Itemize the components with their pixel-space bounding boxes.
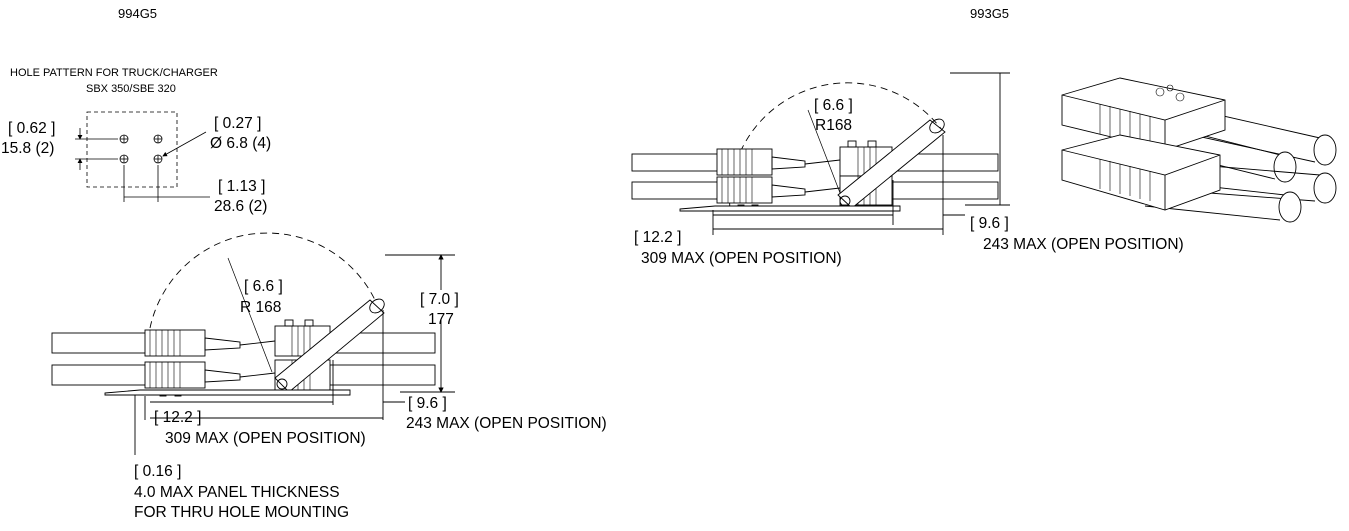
left-length-inch: [ 12.2 ] xyxy=(154,409,202,426)
right-model-label: 993G5 xyxy=(970,6,1010,21)
left-radius-mm: R 168 xyxy=(240,299,282,316)
vertical-spacing-inch: [ 0.62 ] xyxy=(8,120,56,137)
left-width-mm: 243 MAX (OPEN POSITION) xyxy=(406,415,607,432)
vertical-spacing-mm: 15.8 (2) xyxy=(1,140,55,157)
horizontal-spacing-mm: 28.6 (2) xyxy=(214,198,268,215)
left-radius-inch: [ 6.6 ] xyxy=(244,278,283,295)
left-height-inch: [ 7.0 ] xyxy=(420,291,459,308)
horizontal-spacing-inch: [ 1.13 ] xyxy=(218,178,266,195)
mounting-holes xyxy=(119,134,163,164)
right-length-inch: [ 12.2 ] xyxy=(634,229,682,246)
panel-thickness-line1: 4.0 MAX PANEL THICKNESS xyxy=(134,484,340,501)
hole-diameter-mm: Ø 6.8 (4) xyxy=(210,135,272,152)
right-connector-3d-view xyxy=(1061,77,1337,223)
left-model-label: 994G5 xyxy=(118,6,158,21)
panel-thickness-inch: [ 0.16 ] xyxy=(134,463,182,480)
left-length-mm: 309 MAX (OPEN POSITION) xyxy=(165,430,366,447)
panel-thickness-line2: FOR THRU HOLE MOUNTING xyxy=(134,504,349,521)
hole-pattern-drawing xyxy=(75,111,210,202)
right-width-mm: 243 MAX (OPEN POSITION) xyxy=(983,236,1184,253)
left-height-mm: 177 xyxy=(428,311,454,328)
left-width-inch: [ 9.6 ] xyxy=(408,395,447,412)
hole-pattern-subtitle: SBX 350/SBE 320 xyxy=(86,83,176,95)
right-connector-side-view xyxy=(631,72,1010,235)
right-length-mm: 309 MAX (OPEN POSITION) xyxy=(641,250,842,267)
right-radius-mm: R168 xyxy=(815,117,853,134)
hole-pattern-title: HOLE PATTERN FOR TRUCK/CHARGER xyxy=(10,67,218,79)
right-width-inch: [ 9.6 ] xyxy=(970,215,1009,232)
left-connector-side-view xyxy=(51,232,455,455)
hole-diameter-inch: [ 0.27 ] xyxy=(214,115,262,132)
right-radius-inch: [ 6.6 ] xyxy=(814,97,853,114)
